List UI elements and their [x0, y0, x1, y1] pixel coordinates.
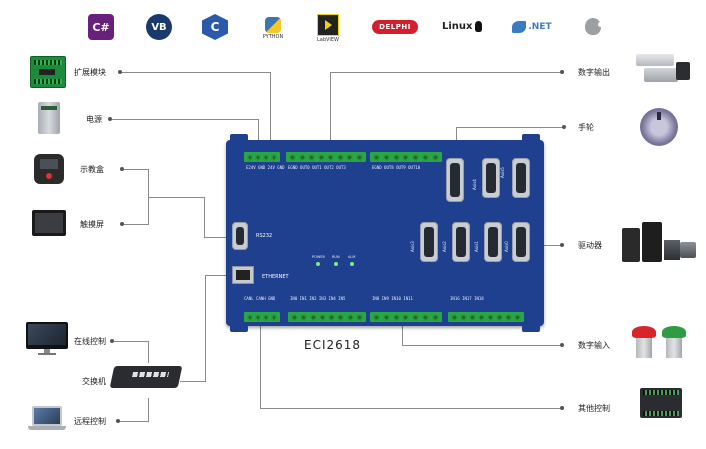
terminal-can-bottom [244, 312, 280, 322]
axis-label-2: Axis2 [442, 241, 447, 252]
model-label: ECI2618 [304, 338, 362, 352]
ethernet-port[interactable] [232, 266, 254, 284]
label-switch: 交换机 [82, 377, 106, 386]
label-digital-output: 数字输出 [578, 68, 610, 77]
label-power: 电源 [86, 115, 102, 124]
push-button-green-image [662, 326, 686, 360]
python-snake-icon [265, 16, 281, 33]
label-other-control: 其他控制 [578, 404, 610, 413]
terminal-output2-top [370, 152, 442, 162]
switch-image [109, 366, 183, 388]
line-digital-input [402, 345, 562, 346]
axis2-connector[interactable] [452, 222, 470, 262]
line-other [260, 408, 562, 409]
dotnet-logo: .NET [510, 16, 554, 38]
line-remote [118, 421, 148, 422]
penguin-icon [474, 20, 482, 32]
line-online [112, 341, 148, 342]
labview-logo: LabVIEW [314, 12, 342, 44]
line-touch [122, 224, 148, 225]
label-teach-pendant: 示教盒 [80, 165, 104, 174]
csharp-logo: C# [88, 14, 114, 40]
push-button-red-image [632, 326, 656, 360]
line-teach [122, 169, 148, 170]
alm-led [350, 262, 354, 266]
ethernet-label: ETHERNET [262, 274, 289, 280]
line-ethernet [205, 275, 233, 276]
axis-label-5: Axis5 [500, 167, 505, 178]
label-remote-control: 远程控制 [74, 417, 106, 426]
labview-icon [317, 13, 339, 36]
dotnet-wave-icon [512, 21, 527, 33]
axis-label-0: Axis0 [504, 241, 509, 252]
delphi-logo: DELPHI [372, 20, 418, 34]
python-logo: PYTHON [256, 12, 290, 44]
apple-logo [582, 14, 604, 38]
handwheel-image [640, 108, 678, 146]
touchscreen-image [32, 210, 66, 236]
apple-icon [585, 17, 603, 35]
vb-logo: VB [146, 14, 172, 40]
linux-logo: Linux [442, 16, 482, 36]
power-led [316, 262, 320, 266]
axis1-connector[interactable] [484, 222, 502, 262]
laptop-image [28, 406, 66, 434]
axis4-connector[interactable] [482, 158, 500, 198]
io-module-image [640, 388, 682, 418]
axis-label-1: Axis1 [474, 241, 479, 252]
run-led [334, 262, 338, 266]
line-expansion [120, 72, 270, 73]
line-handwheel [456, 127, 564, 128]
axis5-connector[interactable] [512, 158, 530, 198]
rs232-label: RS232 [256, 233, 273, 239]
handwheel-connector[interactable] [446, 158, 464, 202]
solenoid-valve-image [636, 50, 692, 90]
label-touchscreen: 触摸屏 [80, 220, 104, 229]
expansion-module-image [30, 56, 66, 88]
terminal-output-top [286, 152, 366, 162]
axis0-connector[interactable] [512, 222, 530, 262]
online-monitor-image [26, 322, 68, 356]
terminal-power-top [244, 152, 280, 162]
rs232-port[interactable] [232, 222, 248, 250]
label-expansion: 扩展模块 [74, 68, 106, 77]
label-online-control: 在线控制 [74, 337, 106, 346]
line-digital-output [330, 72, 562, 73]
axis3-connector[interactable] [420, 222, 438, 262]
label-driver: 驱动器 [578, 241, 602, 250]
terminal-input-bottom-3 [448, 312, 524, 322]
line-power [110, 119, 258, 120]
power-supply-image [38, 102, 60, 134]
c-logo: C [202, 14, 228, 40]
axis-label-3: Axis3 [410, 241, 415, 252]
axis-label-4: Axis4 [472, 179, 477, 190]
label-digital-input: 数字输入 [578, 341, 610, 350]
teach-pendant-image [34, 154, 64, 184]
terminal-input-bottom-2 [370, 312, 442, 322]
terminal-input-bottom-1 [288, 312, 366, 322]
servo-driver-image [622, 222, 698, 268]
label-handwheel: 手轮 [578, 123, 594, 132]
